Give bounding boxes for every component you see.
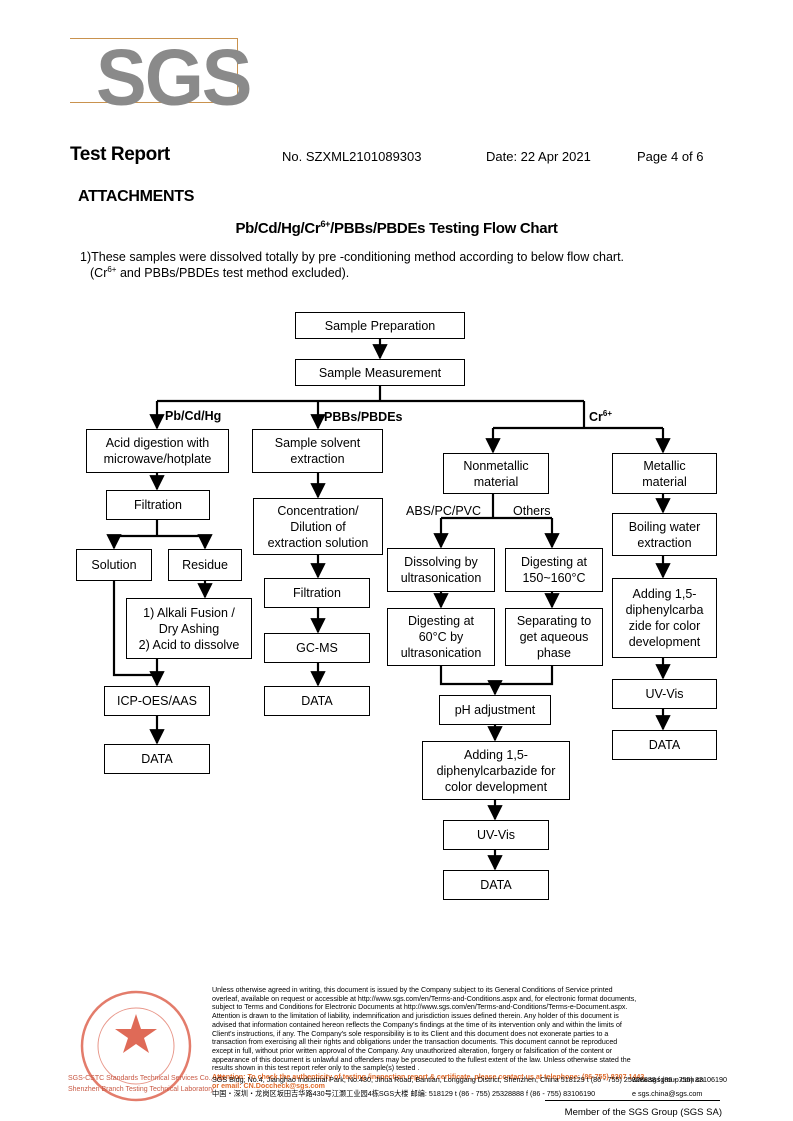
fine-print-line: appearance of this document is unlawful … bbox=[212, 1055, 631, 1064]
fine-print-line: advised that information contained hereo… bbox=[212, 1020, 622, 1029]
fine-print-line: Client's instructions, if any. The Compa… bbox=[212, 1029, 609, 1038]
nonmetallic-material-box: Nonmetallic material bbox=[443, 453, 549, 494]
fine-print-line: overleaf, available on request or access… bbox=[212, 994, 637, 1003]
logo-rule-top bbox=[70, 38, 238, 39]
flow-chart-title: Pb/Cd/Hg/Cr6+/PBBs/PBDEs Testing Flow Ch… bbox=[235, 219, 558, 237]
digesting-150-box: Digesting at 150~160°C bbox=[505, 548, 603, 592]
page-number: Page 4 of 6 bbox=[637, 149, 704, 164]
filtration-box-metals: Filtration bbox=[106, 490, 210, 520]
report-number: No. SZXML2101089303 bbox=[282, 149, 422, 164]
branch-label-cr6: Cr6+ bbox=[589, 409, 613, 425]
logo-rule-side bbox=[237, 38, 238, 103]
solvent-extraction-box: Sample solvent extraction bbox=[252, 429, 383, 473]
fine-print-line: Unless otherwise agreed in writing, this… bbox=[212, 986, 613, 994]
branch-label-pbbs: PBBs/PBDEs bbox=[324, 410, 403, 424]
abs-pc-pvc-label: ABS/PC/PVC bbox=[406, 504, 482, 518]
intro-line-2: (Cr6+ and PBBs/PBDEs test method exclude… bbox=[90, 265, 350, 281]
adding-diphenylcarbazide-metal-box: Adding 1,5- diphenylcarba zide for color… bbox=[612, 578, 717, 658]
icp-oes-aas-box: ICP-OES/AAS bbox=[104, 686, 210, 716]
data-box-pbbs: DATA bbox=[264, 686, 370, 716]
others-label: Others bbox=[513, 504, 551, 518]
boiling-water-box: Boiling water extraction bbox=[612, 513, 717, 556]
report-date: Date: 22 Apr 2021 bbox=[486, 149, 591, 164]
fine-print-line: transaction from exercising all their ri… bbox=[212, 1038, 618, 1047]
authenticity-email: or email: CN.Doccheck@sgs.com bbox=[212, 1081, 325, 1090]
filtration-box-pbbs: Filtration bbox=[264, 578, 370, 608]
concentration-dilution-box: Concentration/ Dilution of extraction so… bbox=[253, 498, 383, 555]
inspection-stamp bbox=[80, 990, 192, 1102]
terms-fine-print: Unless otherwise agreed in writing, this… bbox=[212, 986, 710, 1090]
gc-ms-box: GC-MS bbox=[264, 633, 370, 663]
intro-line-1: 1)These samples were dissolved totally b… bbox=[80, 250, 625, 264]
separating-aqueous-box: Separating to get aqueous phase bbox=[505, 608, 603, 666]
residue-box: Residue bbox=[168, 549, 242, 581]
address-chinese: 中国・深圳・龙岗区坂田吉华路430号江灏工业园4栋SGS大楼 邮编: 51812… bbox=[212, 1089, 596, 1098]
website: www.sgsgroup.com.cn bbox=[632, 1075, 704, 1084]
dissolving-ultrasonication-box: Dissolving by ultrasonication bbox=[387, 548, 495, 592]
stamp-branch-name: Shenzhen Branch Testing Technical Labora… bbox=[68, 1086, 215, 1093]
metallic-material-box: Metallic material bbox=[612, 453, 717, 494]
data-box-nonmetal: DATA bbox=[443, 870, 549, 900]
solution-box: Solution bbox=[76, 549, 152, 581]
ph-adjustment-box: pH adjustment bbox=[439, 695, 551, 725]
uv-vis-box-nonmetal: UV-Vis bbox=[443, 820, 549, 850]
fine-print-line: except in full, without prior written ap… bbox=[212, 1046, 613, 1055]
adding-diphenylcarbazide-box: Adding 1,5- diphenylcarbazide for color … bbox=[422, 741, 570, 800]
uv-vis-box-metal: UV-Vis bbox=[612, 679, 717, 709]
connector-merge-bar bbox=[439, 666, 554, 686]
digesting-60-box: Digesting at 60°C by ultrasonication bbox=[387, 608, 495, 666]
acid-digestion-box: Acid digestion with microwave/hotplate bbox=[86, 429, 229, 473]
address-english: SGS Bldg, No.4, Jianghao Industrial Park… bbox=[212, 1075, 728, 1084]
fine-print-line: subject to Terms and Conditions for Elec… bbox=[212, 1003, 628, 1012]
stamp-company-name: SGS-CSTC Standards Technical Services Co… bbox=[68, 1075, 227, 1082]
data-box-metals: DATA bbox=[104, 744, 210, 774]
contact-email: e sgs.china@sgs.com bbox=[632, 1089, 703, 1098]
sgs-group-member: Member of the SGS Group (SGS SA) bbox=[564, 1107, 722, 1118]
authenticity-notice: Attention: To check the authenticity of … bbox=[212, 1073, 647, 1082]
sample-measurement-box: Sample Measurement bbox=[295, 359, 465, 386]
data-box-metal: DATA bbox=[612, 730, 717, 760]
logo-text: SGS bbox=[96, 32, 252, 123]
logo-rule-bottom bbox=[70, 102, 238, 103]
sample-preparation-box: Sample Preparation bbox=[295, 312, 465, 339]
section-title: ATTACHMENTS bbox=[78, 188, 195, 205]
report-title: Test Report bbox=[70, 144, 170, 165]
branch-label-pb-cd-hg: Pb/Cd/Hg bbox=[165, 409, 222, 423]
alkali-fusion-box: 1) Alkali Fusion / Dry Ashing 2) Acid to… bbox=[126, 598, 252, 659]
footer-rule bbox=[545, 1100, 720, 1101]
fine-print-line: Attention is drawn to the limitation of … bbox=[212, 1012, 619, 1021]
fine-print-line: results shown in this test report refer … bbox=[212, 1064, 420, 1073]
